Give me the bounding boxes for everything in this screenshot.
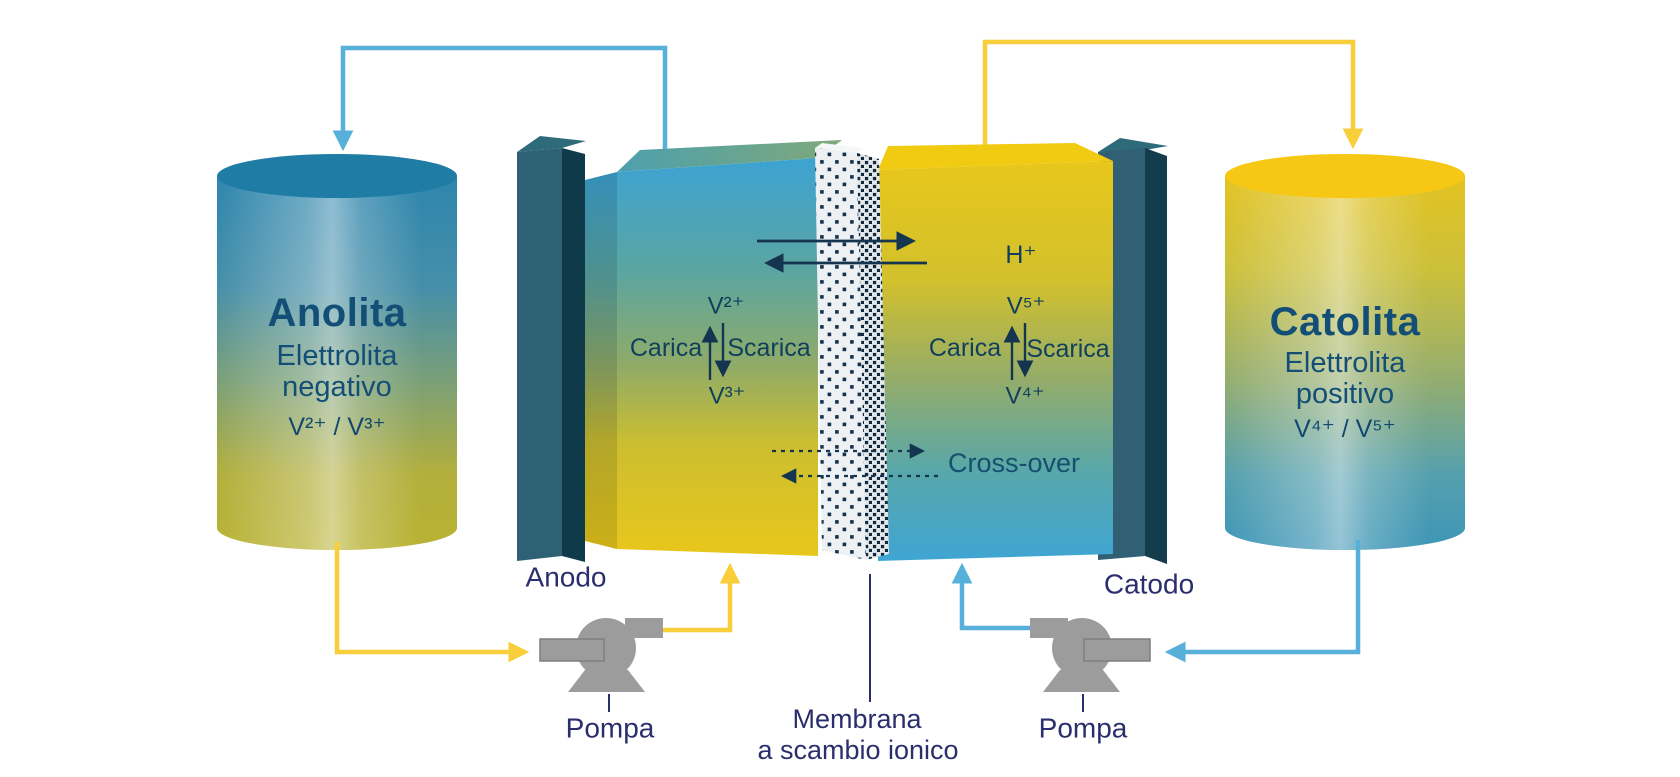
crossover-label: Cross-over (947, 447, 1081, 478)
catholyte-subtitle-line2: positivo (1295, 377, 1395, 410)
right-charge-label: Carica (928, 333, 1002, 362)
left-charge-label: Carica (629, 333, 703, 362)
anolyte-tank-lid (217, 154, 457, 198)
crossover-arrows (772, 443, 938, 484)
anolyte-subtitle-line1: Elettrolita (276, 339, 398, 372)
catholyte-title: Catolita (1269, 300, 1421, 344)
proton-label: H⁺ (1005, 240, 1037, 269)
pipe-cell-to-catholyte-top (982, 39, 1364, 150)
anolyte-tank (217, 154, 457, 550)
right-discharge-label: Scarica (1026, 334, 1110, 363)
ion-exchange-membrane (815, 143, 889, 560)
pipes (332, 39, 1364, 663)
redox-arrows-left (701, 323, 732, 380)
label-connectors (608, 574, 1084, 712)
membrane-label-line1: Membrana (792, 703, 922, 734)
left-species-top: V²⁺ (707, 292, 745, 320)
anolyte-redox-couple: V²⁺ / V³⁺ (288, 412, 386, 441)
left-discharge-label: Scarica (727, 333, 811, 362)
catholyte-subtitle-line1: Elettrolita (1284, 346, 1406, 379)
left-species-bottom: V³⁺ (708, 382, 746, 410)
pump-right-label: Pompa (1038, 712, 1128, 744)
pump-right (1030, 618, 1151, 692)
right-species-bottom: V⁴⁺ (1005, 382, 1045, 410)
pump-left-label: Pompa (565, 712, 655, 744)
catholyte-redox-couple: V⁴⁺ / V⁵⁺ (1294, 414, 1396, 443)
pipe-catholyte-to-pump (1164, 540, 1361, 663)
cathode-label: Catodo (1103, 568, 1195, 600)
pump-left (539, 618, 663, 692)
anode-label: Anodo (525, 561, 607, 593)
anolyte-title: Anolita (267, 291, 407, 335)
membrane-label-line2: a scambio ionico (757, 734, 959, 765)
catholyte-tank (1225, 154, 1465, 550)
pipe-pump-to-cell-right (951, 562, 1035, 631)
pipe-anolyte-to-pump (334, 542, 530, 663)
anode-electrode (517, 136, 586, 562)
anolyte-subtitle-line2: negativo (282, 370, 392, 403)
proton-transfer-arrows (757, 231, 927, 273)
pipe-pump-to-cell-left (655, 562, 741, 633)
right-species-top: V⁵⁺ (1006, 292, 1046, 320)
pipe-cell-to-anolyte-top (332, 45, 668, 152)
redox-arrows-right (1003, 323, 1034, 380)
catholyte-tank-lid (1225, 154, 1465, 198)
positive-half-cell (878, 143, 1113, 561)
